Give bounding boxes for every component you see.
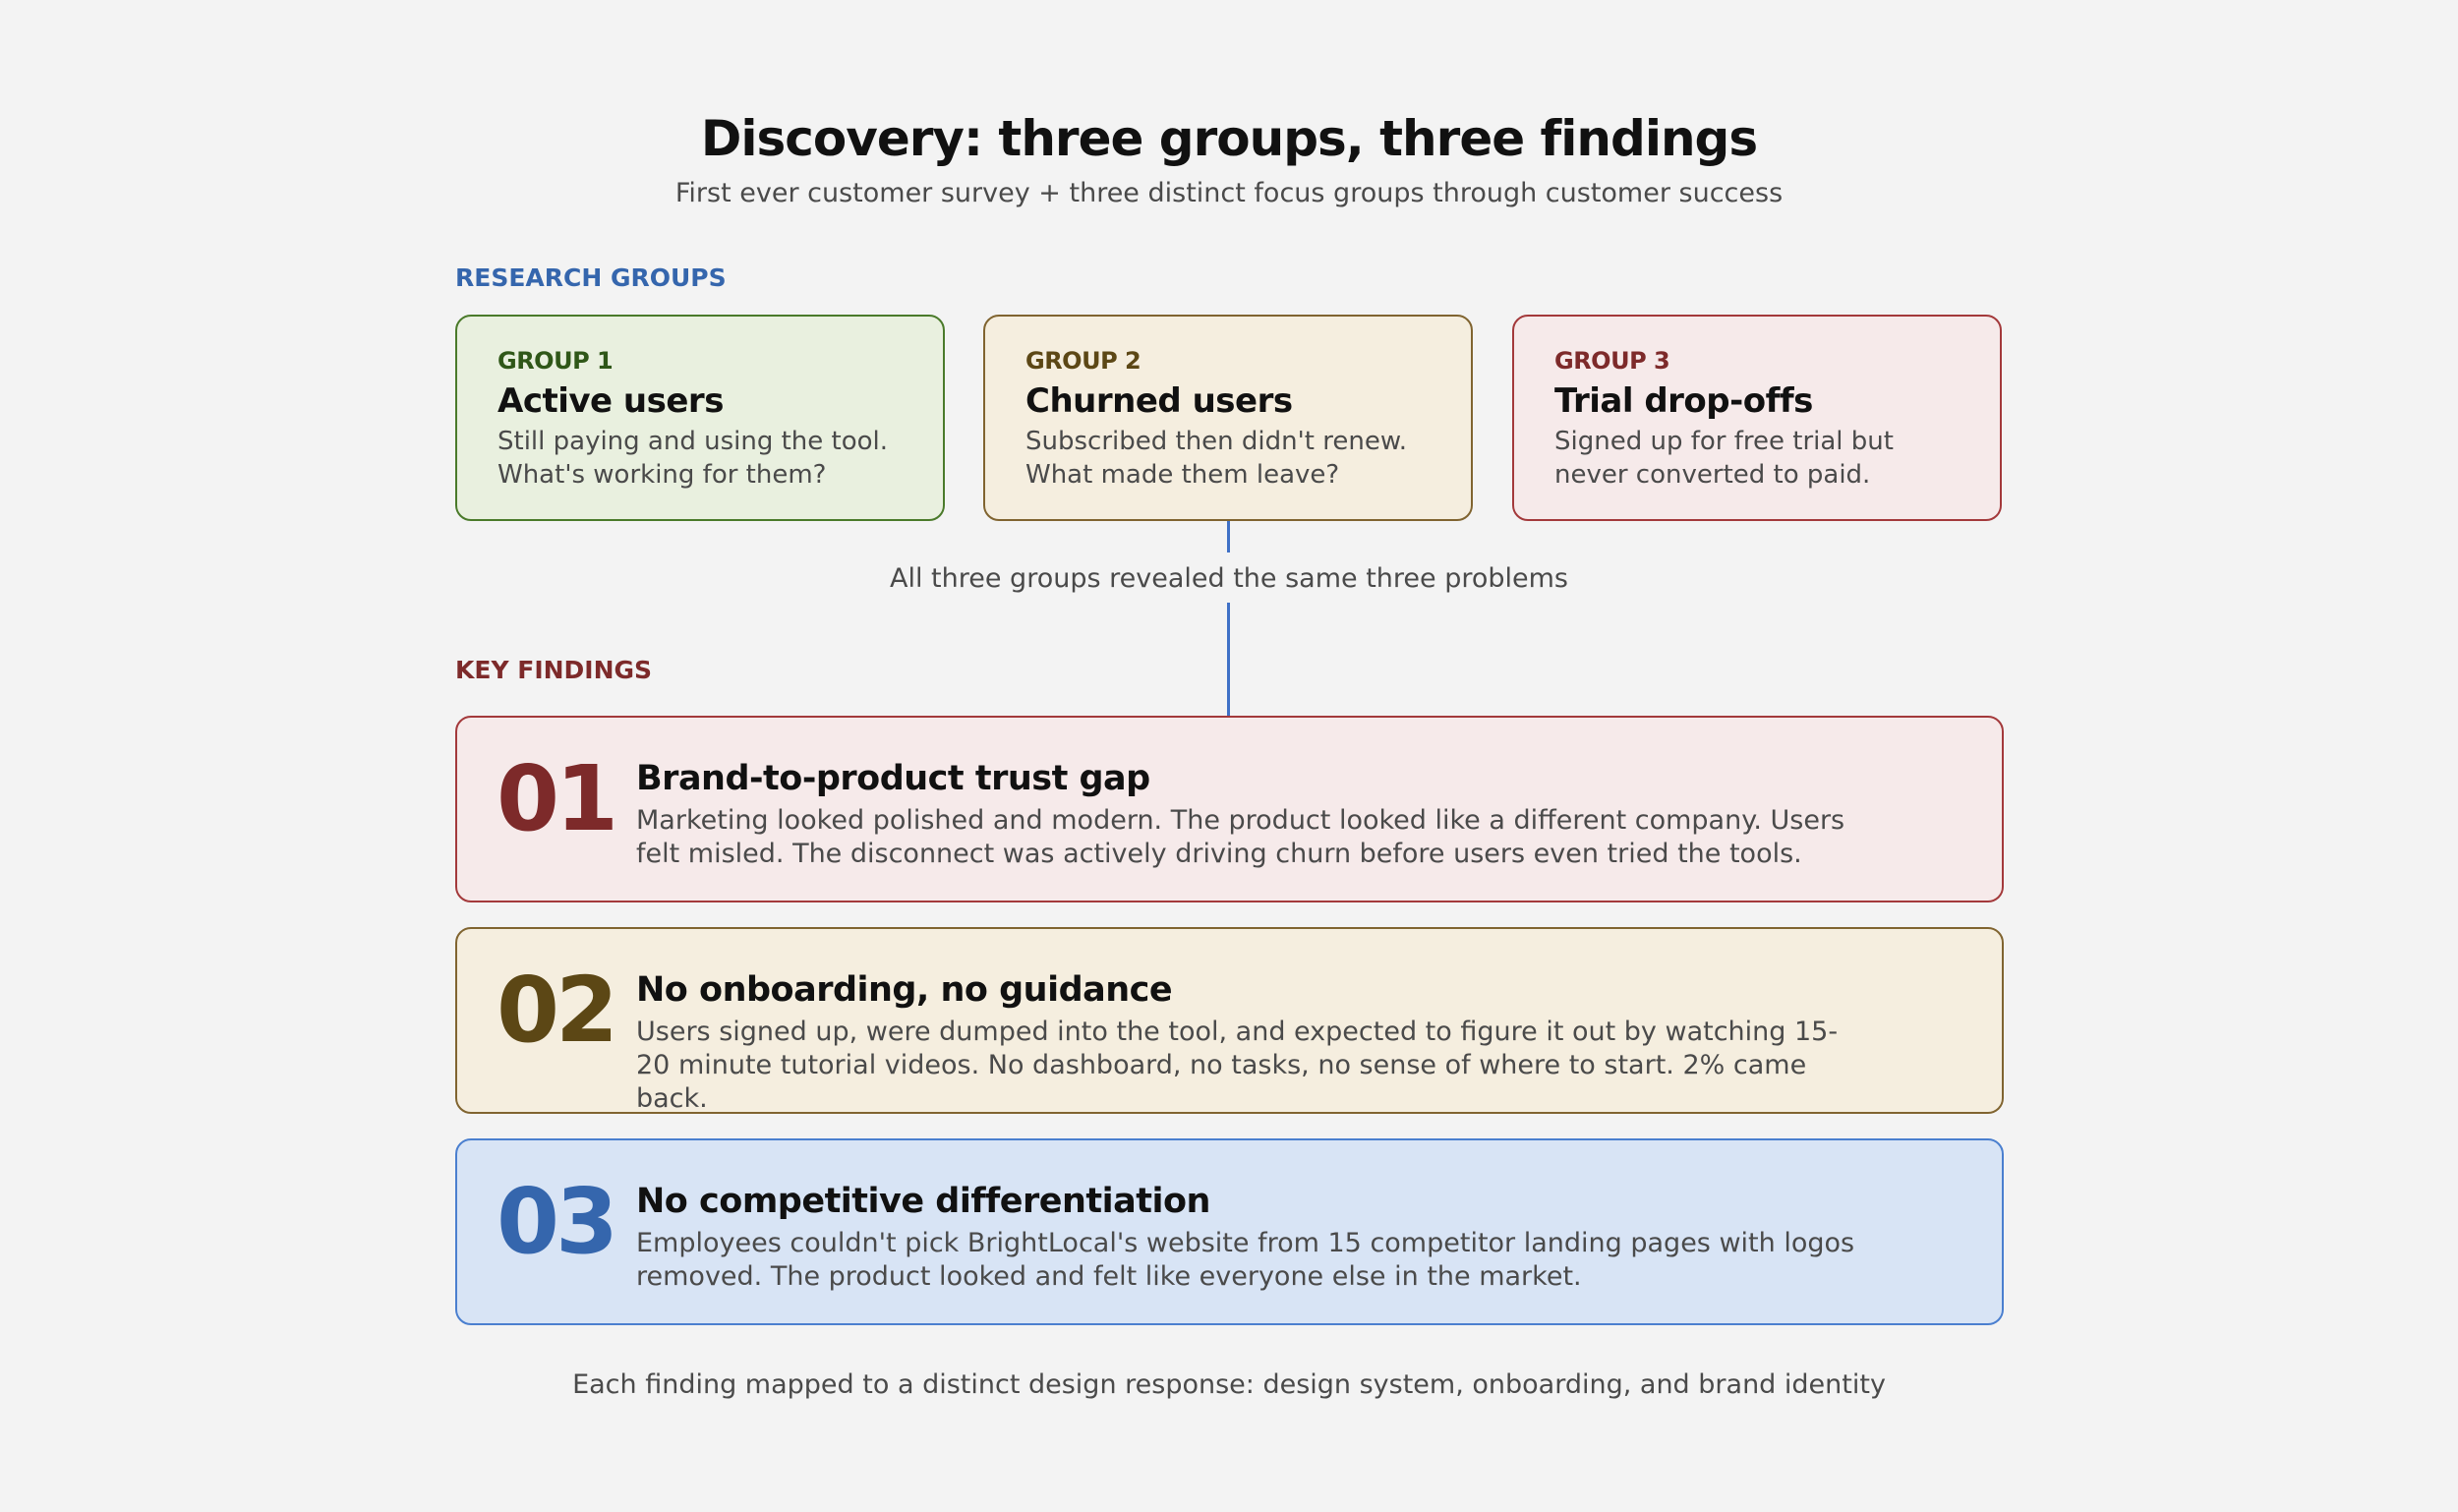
group-description: Still paying and using the tool. What's … bbox=[497, 427, 889, 490]
finding-card-trust-gap: 01 Brand-to-product trust gap Marketing … bbox=[455, 716, 2004, 902]
key-findings-label: KEY FINDINGS bbox=[455, 656, 653, 684]
research-groups-label: RESEARCH GROUPS bbox=[455, 263, 727, 292]
group-description: Subscribed then didn't renew. What made … bbox=[1025, 427, 1407, 490]
finding-title: No onboarding, no guidance bbox=[636, 970, 1173, 1010]
finding-description: Marketing looked polished and modern. Th… bbox=[636, 805, 1845, 869]
footer-note: Each finding mapped to a distinct design… bbox=[572, 1369, 1886, 1400]
finding-description: Employees couldn't pick BrightLocal's we… bbox=[636, 1228, 1855, 1292]
group-card-trial-drop-offs: GROUP 3 Trial drop-offs Signed up for fr… bbox=[1512, 315, 2002, 521]
group-description: Signed up for free trial but never conve… bbox=[1554, 427, 1894, 490]
finding-card-no-differentiation: 03 No competitive differentiation Employ… bbox=[455, 1138, 2004, 1325]
group-title: Active users bbox=[497, 381, 724, 421]
page-title: Discovery: three groups, three findings bbox=[700, 110, 1758, 167]
group-title: Churned users bbox=[1025, 381, 1293, 421]
finding-card-no-onboarding: 02 No onboarding, no guidance Users sign… bbox=[455, 927, 2004, 1114]
connector-line-upper bbox=[1227, 521, 1230, 552]
group-kicker: GROUP 3 bbox=[1554, 347, 1670, 375]
connector-line-lower bbox=[1227, 603, 1230, 716]
group-kicker: GROUP 1 bbox=[497, 347, 614, 375]
group-card-churned-users: GROUP 2 Churned users Subscribed then di… bbox=[983, 315, 1473, 521]
finding-title: No competitive differentiation bbox=[636, 1182, 1210, 1221]
group-card-active-users: GROUP 1 Active users Still paying and us… bbox=[455, 315, 945, 521]
finding-number: 03 bbox=[497, 1169, 618, 1274]
finding-number: 01 bbox=[497, 746, 618, 851]
group-kicker: GROUP 2 bbox=[1025, 347, 1141, 375]
group-title: Trial drop-offs bbox=[1554, 381, 1813, 421]
finding-number: 02 bbox=[497, 958, 618, 1063]
bridge-text: All three groups revealed the same three… bbox=[889, 563, 1569, 594]
page-subtitle: First ever customer survey + three disti… bbox=[674, 178, 1784, 208]
finding-title: Brand-to-product trust gap bbox=[636, 759, 1150, 798]
finding-description: Users signed up, were dumped into the to… bbox=[636, 1017, 1839, 1114]
